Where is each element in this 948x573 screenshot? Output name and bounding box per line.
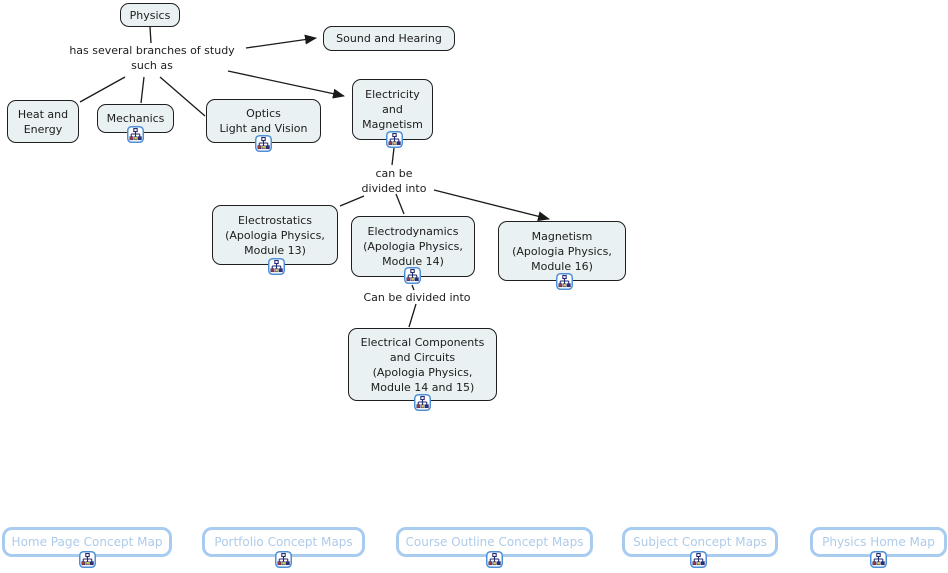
edge-branches-heat xyxy=(79,76,126,103)
edge-branches-mechanics xyxy=(140,76,145,104)
concept-map-link-icon[interactable] xyxy=(556,273,573,290)
concept-map-link-icon[interactable] xyxy=(127,126,144,143)
concept-map-link-icon[interactable] xyxy=(404,267,421,284)
edge-branches-sound xyxy=(245,34,317,49)
concept-map-link-icon[interactable] xyxy=(414,394,431,411)
node-sound-and-hearing: Sound and Hearing xyxy=(323,26,455,51)
linking-phrase-can-be-divided: can be divided into xyxy=(361,167,427,195)
concept-map-link-icon[interactable] xyxy=(268,258,285,275)
linking-phrase-branches: has several branches of study such as xyxy=(69,44,235,72)
edge-branches-electricity xyxy=(227,70,345,99)
concept-map-link-icon[interactable] xyxy=(486,551,503,568)
nav-portfolio-concept-maps[interactable]: Portfolio Concept Maps xyxy=(202,527,365,557)
node-heat-and-energy: Heat and Energy xyxy=(7,100,79,143)
edge-divide-magnetism xyxy=(433,189,550,222)
concept-map-link-icon[interactable] xyxy=(79,551,96,568)
node-electrical-components: Electrical Components and Circuits (Apol… xyxy=(348,328,497,401)
concept-map-link-icon[interactable] xyxy=(255,135,272,152)
edge-physics-branches xyxy=(149,26,152,44)
edge-divide-electrostatics xyxy=(339,195,365,207)
node-electrodynamics: Electrodynamics (Apologia Physics, Modul… xyxy=(351,216,475,277)
concept-map-link-icon[interactable] xyxy=(386,131,403,148)
concept-map-link-icon[interactable] xyxy=(275,551,292,568)
nav-subject-concept-maps[interactable]: Subject Concept Maps xyxy=(622,527,778,557)
edge-divide-electrodynamics xyxy=(395,193,405,215)
concept-map-link-icon[interactable] xyxy=(690,551,707,568)
node-physics: Physics xyxy=(120,3,180,27)
edge-electricity-divide xyxy=(391,147,395,166)
node-electrostatics: Electrostatics (Apologia Physics, Module… xyxy=(212,205,338,265)
concept-map-link-icon[interactable] xyxy=(870,551,887,568)
linking-phrase-can-be-divided-2: Can be divided into xyxy=(363,291,471,304)
edge-divide2-components xyxy=(408,303,417,328)
node-magnetism: Magnetism (Apologia Physics, Module 16) xyxy=(498,221,626,281)
